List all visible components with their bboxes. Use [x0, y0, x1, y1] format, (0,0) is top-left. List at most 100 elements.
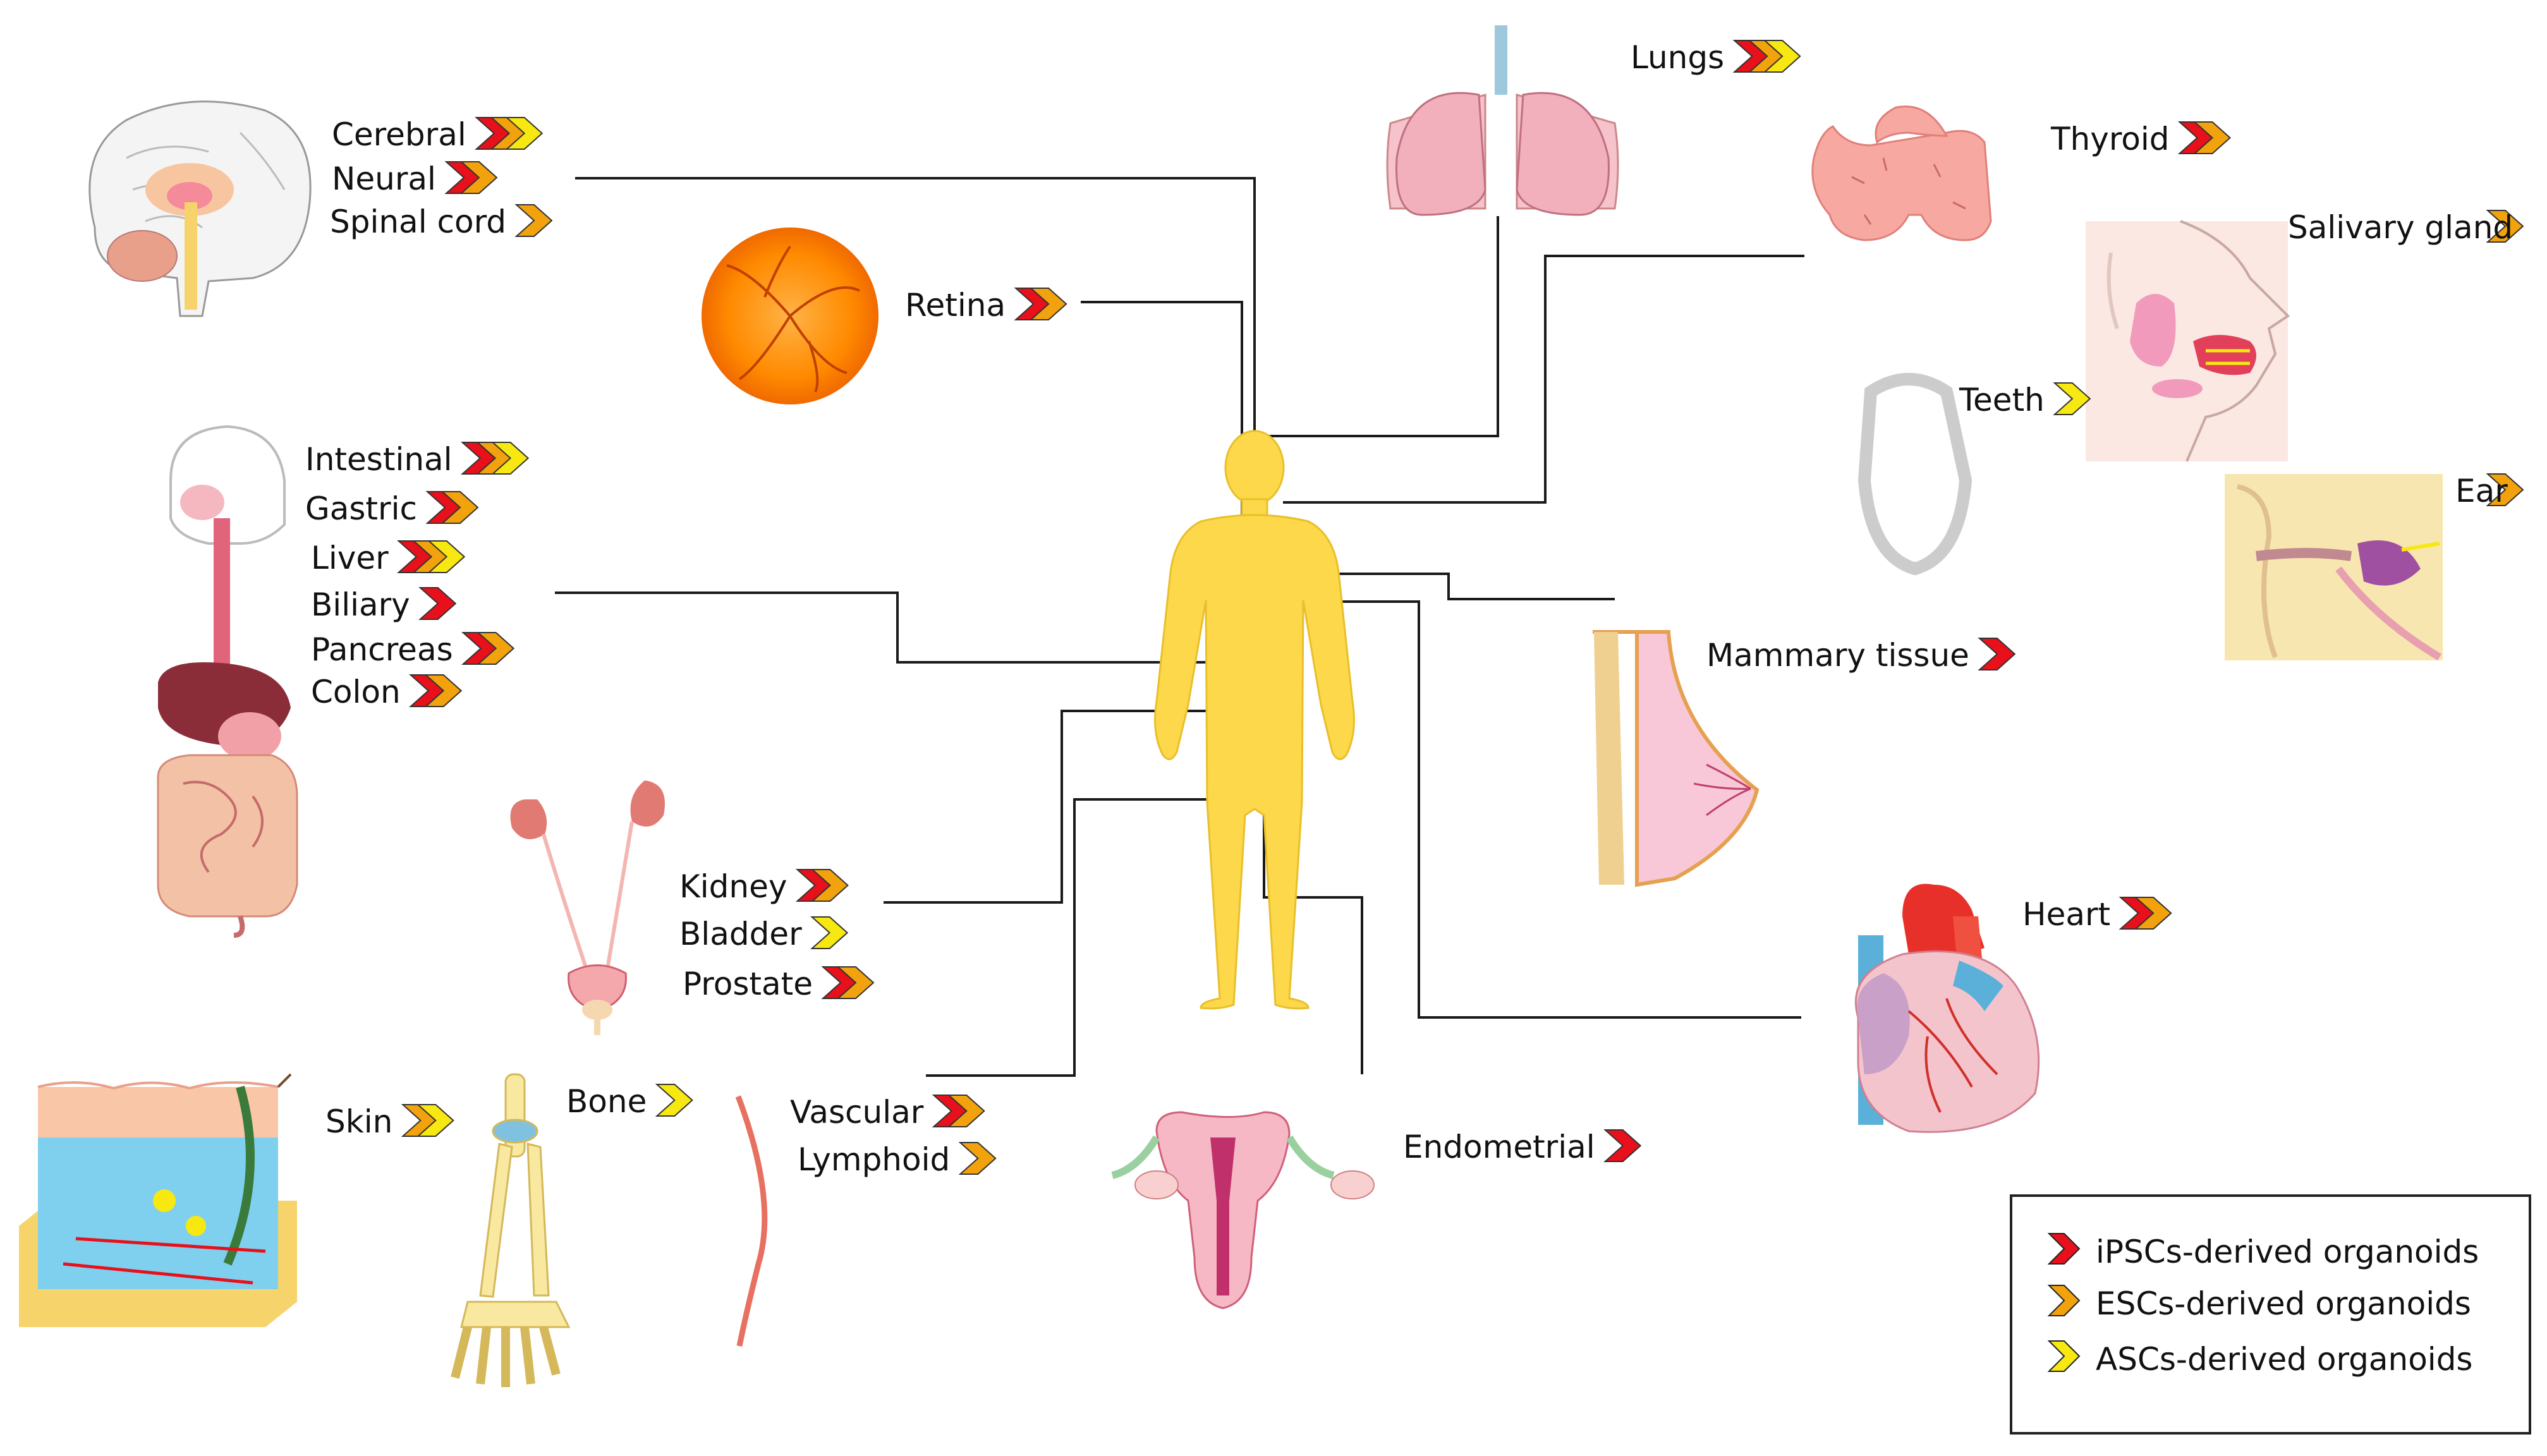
bone-icon [451, 1073, 571, 1387]
organ-label-lungs: Lungs [1631, 39, 1725, 76]
legend-label-ipsc: iPSCs-derived organoids [2096, 1234, 2479, 1270]
organ-label-endometrial: Endometrial [1403, 1129, 1595, 1165]
legend-marker-esc [2047, 1285, 2081, 1316]
organ-label-liver: Liver [311, 540, 389, 576]
chevron-esc-icon [2134, 897, 2172, 930]
urinary-system-icon [510, 780, 665, 1035]
organ-label-bone: Bone [566, 1083, 647, 1120]
source-markers-bone [655, 1084, 693, 1117]
source-markers-lungs [1732, 40, 1801, 73]
organ-label-retina: Retina [905, 287, 1006, 324]
connector-mammary [1286, 573, 1615, 600]
chevron-ipsc-icon [1603, 1129, 1642, 1162]
source-markers-neural [444, 161, 498, 194]
chevron-esc-icon [2486, 210, 2524, 243]
source-markers-salivary-gland [2486, 210, 2524, 243]
legend: iPSCs-derived organoids ESCs-derived org… [2010, 1194, 2531, 1435]
chevron-esc-icon [958, 1142, 997, 1175]
chevron-esc-icon [424, 674, 463, 707]
organ-label-ear: Ear [2455, 473, 2508, 509]
teeth-icon [1857, 373, 1973, 576]
chevron-asc-icon [505, 117, 544, 150]
source-markers-spinal-cord [514, 204, 553, 237]
connector-digestive [555, 592, 1242, 664]
organ-label-bladder: Bladder [679, 916, 802, 952]
chevron-asc-icon [655, 1084, 693, 1117]
legend-label-esc: ESCs-derived organoids [2096, 1285, 2471, 1322]
source-markers-pancreas [461, 632, 515, 665]
source-markers-kidney [795, 869, 849, 902]
organ-label-thyroid: Thyroid [2051, 121, 2170, 157]
source-markers-skin [401, 1104, 454, 1137]
source-markers-bladder [810, 916, 849, 949]
chevron-esc-icon [947, 1095, 985, 1127]
chevron-ipsc-icon [418, 587, 457, 620]
organ-label-neural: Neural [332, 161, 436, 197]
source-markers-endometrial [1603, 1129, 1642, 1162]
source-markers-thyroid [2177, 121, 2232, 154]
ear-icon [2225, 474, 2443, 661]
brain-icon [88, 100, 312, 317]
organ-label-vascular: Vascular [790, 1094, 924, 1131]
organ-label-teeth: Teeth [1959, 382, 2045, 418]
legend-label-asc: ASCs-derived organoids [2096, 1341, 2473, 1378]
legend-marker-asc [2047, 1340, 2081, 1372]
organ-label-heart: Heart [2022, 896, 2111, 933]
source-markers-ear [2486, 473, 2524, 506]
blood-vessel-icon [735, 1095, 768, 1347]
retina-icon [702, 228, 878, 404]
organ-label-cerebral: Cerebral [332, 116, 466, 153]
organ-label-mammary-tissue: Mammary tissue [1706, 637, 1969, 674]
chevron-asc-icon [416, 1104, 454, 1137]
chevron-esc-icon [810, 869, 849, 902]
organ-label-pancreas: Pancreas [311, 631, 453, 668]
chevron-asc-icon [427, 540, 466, 573]
source-markers-gastric [425, 491, 479, 524]
chevron-esc-icon [2192, 121, 2232, 154]
source-markers-lymphoid [958, 1142, 997, 1175]
source-markers-retina [1014, 288, 1067, 320]
lungs-icon [1386, 25, 1619, 216]
source-markers-colon [409, 674, 463, 707]
uterus-icon [1111, 1111, 1375, 1309]
source-markers-vascular [932, 1095, 985, 1127]
source-markers-teeth [2053, 382, 2091, 415]
source-markers-intestinal [460, 442, 530, 475]
organ-label-gastric: Gastric [305, 490, 417, 527]
organ-label-skin: Skin [325, 1103, 393, 1140]
chevron-asc-icon [2053, 382, 2091, 415]
chevron-esc-icon [2486, 473, 2524, 506]
skin-icon [19, 1073, 297, 1327]
breast-icon [1593, 630, 1760, 887]
source-markers-heart [2118, 897, 2172, 930]
source-markers-cerebral [475, 117, 544, 150]
source-markers-prostate [821, 966, 875, 999]
chevron-esc-icon [477, 632, 515, 665]
connector-vascular [926, 798, 1223, 1077]
heart-icon [1854, 883, 2040, 1133]
organ-label-colon: Colon [311, 674, 401, 710]
connector-lungs [1264, 216, 1499, 437]
connector-brain [575, 177, 1256, 656]
chevron-esc-icon [459, 161, 498, 194]
connector-thyroid [1283, 255, 1804, 504]
human-body-icon [1154, 430, 1355, 1010]
organ-label-prostate: Prostate [683, 966, 813, 1002]
organ-label-intestinal: Intestinal [305, 441, 453, 478]
organ-label-spinal-cord: Spinal cord [330, 203, 506, 240]
salivary-gland-icon [2086, 220, 2290, 462]
chevron-esc-icon [836, 966, 875, 999]
source-markers-biliary [418, 587, 457, 620]
organ-label-salivary-gland: Salivary gland [2288, 209, 2514, 246]
chevron-esc-icon [441, 491, 479, 524]
chevron-ipsc-icon [1978, 638, 2016, 670]
chevron-asc-icon [1763, 40, 1801, 73]
organ-label-kidney: Kidney [679, 868, 787, 905]
organ-label-lymphoid: Lymphoid [798, 1141, 951, 1178]
connector-urinary [884, 710, 1242, 904]
thyroid-icon [1811, 106, 1992, 241]
chevron-asc-icon [810, 916, 849, 949]
organoid-source-markers [397, 40, 2524, 1175]
chevron-esc-icon [514, 204, 553, 237]
